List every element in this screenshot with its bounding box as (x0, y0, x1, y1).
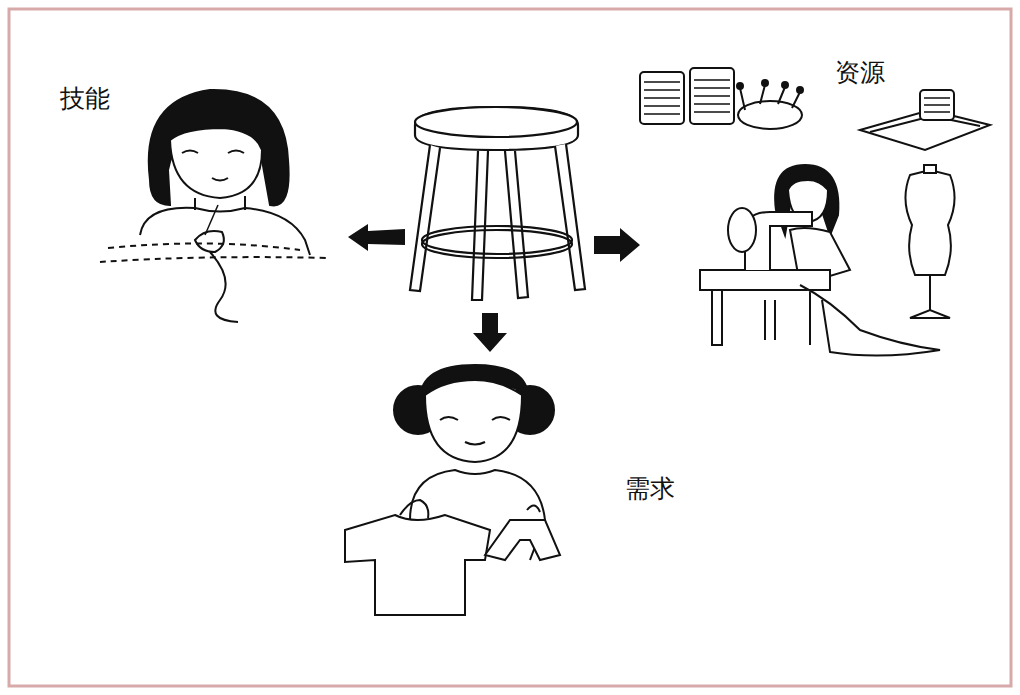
frame-border (9, 9, 1011, 686)
stool-drawing (410, 107, 585, 300)
sewing-supplies (640, 68, 990, 150)
clothes-holding-woman (345, 365, 560, 615)
section-label: 需求 (625, 472, 675, 505)
section-label: 技能 (60, 82, 110, 115)
sewing-machine-woman (700, 165, 955, 356)
arrow-marks (348, 224, 640, 352)
section-label: 资源 (835, 56, 885, 89)
hand-sewing-woman (100, 90, 330, 322)
